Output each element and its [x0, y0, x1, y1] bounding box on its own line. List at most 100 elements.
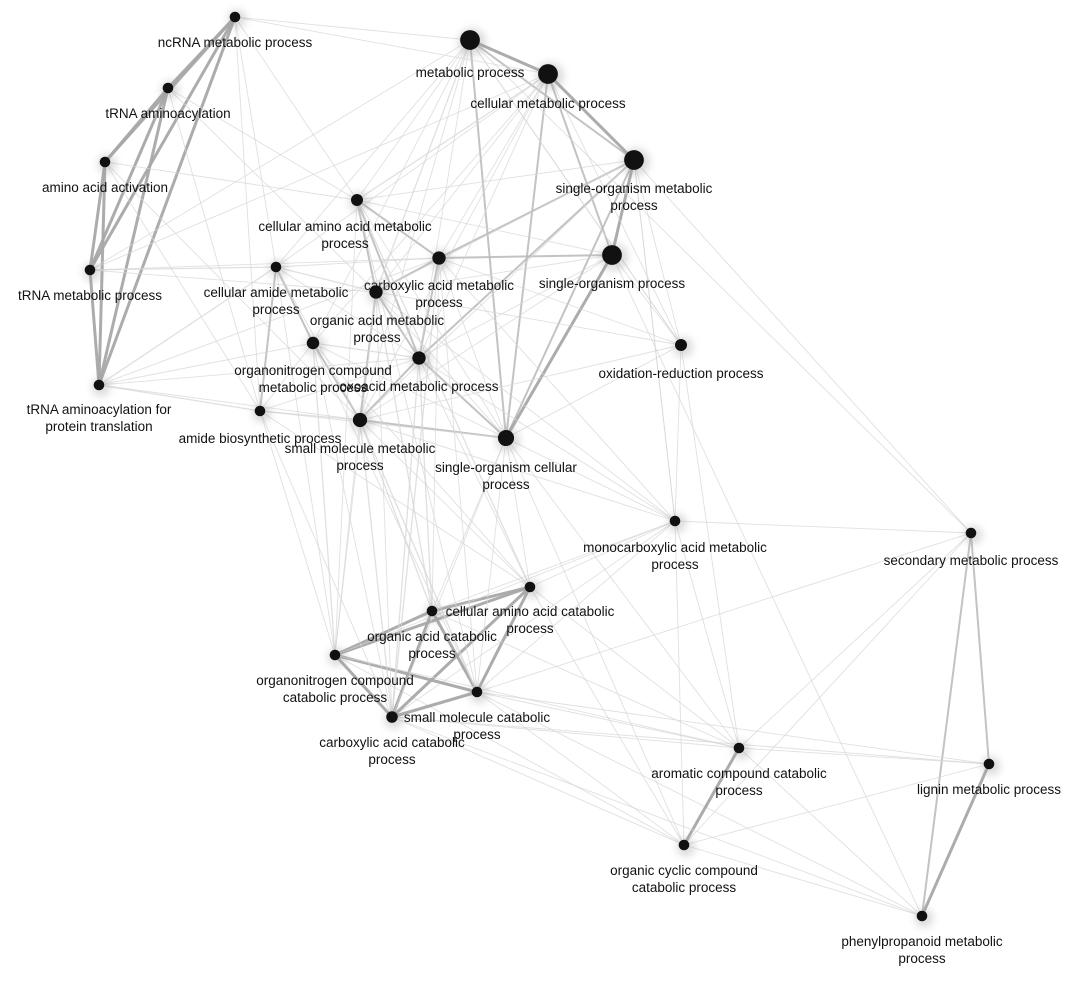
node-label-line: carboxylic acid metabolic: [364, 278, 514, 293]
edge-monocarboxylic-small_molecule_metabolic: [359, 419, 676, 522]
node-label: metabolic process: [416, 65, 525, 80]
node-label-line: cellular amino acid catabolic: [446, 604, 615, 619]
node-dot[interactable]: [965, 527, 977, 539]
edge-metabolic-oxoacid_metabolic: [418, 39, 471, 359]
node-dot[interactable]: [229, 11, 241, 23]
node-dot[interactable]: [162, 82, 174, 94]
edge-carboxylic_metabolic-single_org: [438, 254, 613, 259]
edge-lignin_metabolic-phenylpropanoid: [920, 763, 991, 917]
node-label-line: process: [610, 198, 658, 213]
edge-monocarboxylic-cellular_aa_catabolic: [529, 520, 676, 588]
node-dot[interactable]: [471, 686, 483, 698]
edge-secondary_metabolic-lignin_metabolic: [970, 532, 990, 765]
node-ncrna[interactable]: ncRNA metabolic process: [158, 9, 313, 50]
node-dot[interactable]: [93, 379, 105, 391]
node-trna_metabolic[interactable]: tRNA metabolic process: [18, 262, 162, 303]
node-dot[interactable]: [270, 261, 282, 273]
node-label-line: process: [408, 646, 456, 661]
node-amide_biosynthetic[interactable]: amide biosynthetic process: [179, 403, 342, 446]
node-label-line: protein translation: [45, 419, 152, 434]
node-label-line: carboxylic acid catabolic: [319, 735, 465, 750]
node-label-line: process: [321, 236, 369, 251]
node-dot[interactable]: [916, 910, 928, 922]
node-dot[interactable]: [352, 412, 368, 428]
node-single_org[interactable]: single-organism process: [539, 243, 686, 291]
node-dot[interactable]: [412, 351, 426, 365]
node-dot[interactable]: [351, 194, 363, 206]
node-dot[interactable]: [675, 339, 687, 351]
edge-amino_acid_activation-small_molecule_metabolic: [104, 161, 361, 421]
node-secondary_metabolic[interactable]: secondary metabolic process: [884, 525, 1059, 568]
node-dot[interactable]: [386, 711, 398, 723]
edge-single_org_metabolic-monocarboxylic: [633, 159, 676, 522]
node-lignin_metabolic[interactable]: lignin metabolic process: [917, 756, 1061, 797]
node-label-line: process: [898, 951, 946, 966]
node-dot[interactable]: [84, 264, 96, 276]
edge-trna_aminoacylation_pt-amide_biosynthetic: [98, 384, 261, 412]
edge-aromatic_catabolic-secondary_metabolic: [738, 532, 972, 749]
node-dot[interactable]: [538, 64, 558, 84]
node-dot[interactable]: [460, 30, 480, 50]
edge-trna_aminoacylation_pt-cellular_amide_metabolic: [98, 266, 277, 386]
node-dot[interactable]: [678, 839, 690, 851]
node-label-line: organic acid metabolic: [310, 313, 445, 328]
node-dot[interactable]: [306, 336, 320, 350]
edge-organonitrogen_metabolic-cellular_amide_metabolic: [275, 266, 314, 344]
node-label-line: organonitrogen compound: [234, 363, 392, 378]
node-dot[interactable]: [329, 649, 341, 661]
node-dot[interactable]: [983, 758, 995, 770]
node-dot[interactable]: [733, 742, 745, 754]
edge-organic_acid_metabolic-metabolic: [375, 39, 471, 293]
node-trna_aminoacylation[interactable]: tRNA aminoacylation: [105, 80, 231, 121]
node-oxoacid_metabolic[interactable]: oxoacid metabolic process: [339, 349, 499, 394]
node-metabolic[interactable]: metabolic process: [416, 28, 525, 80]
edge-cellular_amide_metabolic-carboxylic_metabolic: [275, 257, 440, 268]
node-dot[interactable]: [497, 429, 515, 447]
node-dot[interactable]: [426, 605, 438, 617]
node-dot[interactable]: [99, 156, 111, 168]
node-dot[interactable]: [369, 285, 383, 299]
node-label-line: monocarboxylic acid metabolic: [583, 540, 767, 555]
node-dot[interactable]: [254, 405, 266, 417]
edge-monocarboxylic-single_org_cellular: [505, 437, 676, 522]
edge-organic_acid_metabolic-organic_acid_catabolic: [375, 291, 433, 612]
edge-monocarboxylic-organic_acid_metabolic: [375, 291, 676, 522]
node-amino_acid_activation[interactable]: amino acid activation: [42, 154, 168, 195]
node-dot[interactable]: [432, 251, 446, 265]
edge-single_org_metabolic-small_molecule_metabolic: [359, 159, 635, 421]
edge-trna_metabolic-organic_acid_metabolic: [89, 269, 377, 293]
node-label: tRNA aminoacylation: [105, 106, 230, 121]
node-dot[interactable]: [602, 245, 622, 265]
node-oxidation_reduction[interactable]: oxidation-reduction process: [598, 337, 764, 381]
node-dot[interactable]: [624, 150, 644, 170]
node-cellular_metabolic[interactable]: cellular metabolic process: [470, 62, 626, 111]
edge-secondary_metabolic-organic_cyclic_catabolic: [683, 532, 972, 846]
node-dot[interactable]: [669, 515, 681, 527]
edge-trna_aminoacylation-trna_aminoacylation_pt: [97, 87, 170, 386]
edge-single_org_metabolic-cellular_aa_metabolic: [356, 159, 635, 201]
node-dot[interactable]: [524, 581, 536, 593]
edge-monocarboxylic-carboxylic_metabolic: [438, 257, 676, 522]
edge-organonitrogen_metabolic-organonitrogen_catabolic: [312, 342, 336, 656]
